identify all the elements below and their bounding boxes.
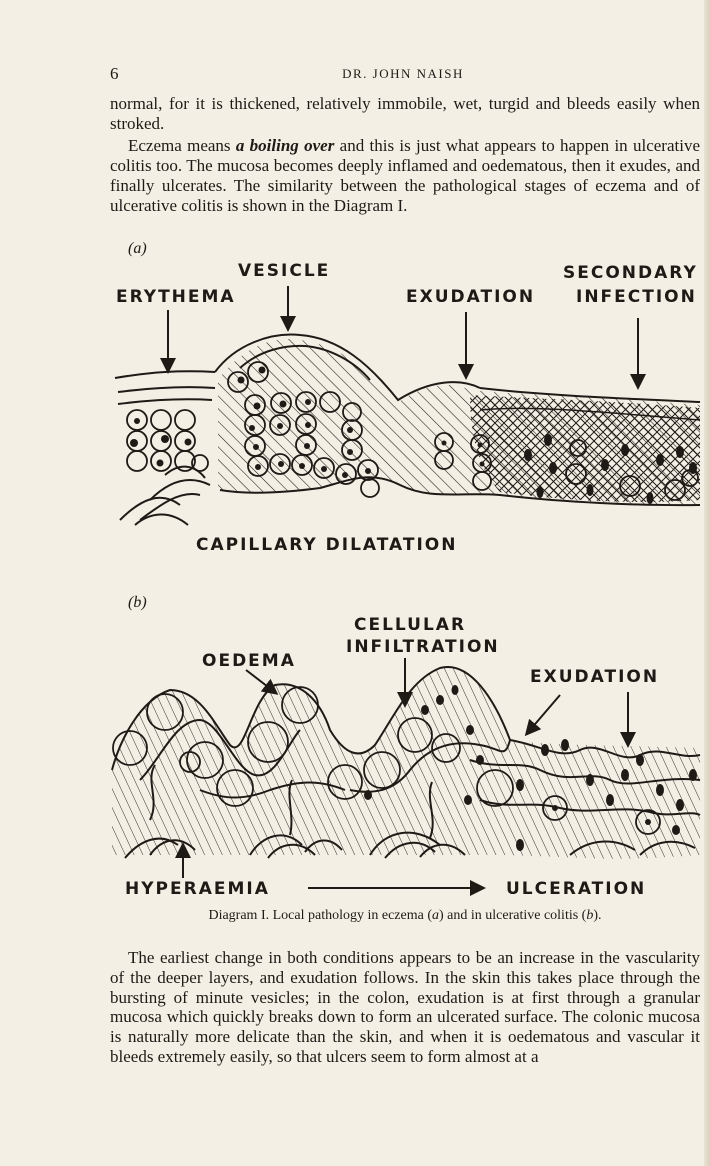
- caption-a: a: [432, 908, 439, 923]
- para3-text: The earliest change in both conditions a…: [110, 948, 700, 1066]
- label-hyperaemia: HYPERAEMIA: [125, 879, 270, 899]
- running-header: 6 DR. JOHN NAISH: [110, 64, 696, 86]
- paragraph-2: Eczema means a boiling over and this is …: [110, 136, 700, 216]
- label-infection: INFECTION: [576, 287, 697, 307]
- diagram-caption: Diagram I. Local pathology in eczema (a)…: [110, 908, 700, 924]
- label-infiltration: INFILTRATION: [346, 637, 500, 657]
- paragraph-3: The earliest change in both conditions a…: [110, 948, 700, 1067]
- paragraph-1: normal, for it is thickened, relatively …: [110, 94, 700, 133]
- panel-label-b: (b): [128, 594, 147, 611]
- page-number: 6: [110, 64, 119, 83]
- caption-b: b: [586, 908, 594, 923]
- running-head-title: DR. JOHN NAISH: [342, 66, 464, 81]
- label-capillary-dilatation: CAPILLARY DILATATION: [196, 535, 458, 555]
- panel-label-a: (a): [128, 240, 147, 257]
- label-erythema: ERYTHEMA: [116, 287, 236, 307]
- label-secondary: SECONDARY: [563, 263, 698, 283]
- label-ulceration: ULCERATION: [506, 879, 647, 899]
- diagram-a-drawing: [114, 286, 701, 526]
- caption-text-post: ).: [593, 908, 602, 923]
- label-cellular: CELLULAR: [354, 615, 467, 635]
- para2-emphasis: a boiling over: [235, 136, 335, 155]
- para2-pre: Eczema means: [128, 136, 236, 155]
- para2-post: and this is just what appears to happen …: [110, 136, 700, 215]
- label-exudation-a: EXUDATION: [406, 287, 536, 307]
- diagram-b-drawing: [111, 658, 701, 896]
- caption-text-mid: ) and in ulcerative colitis (: [439, 908, 587, 923]
- caption-label: Diagram I.: [208, 908, 270, 923]
- label-oedema: OEDEMA: [202, 651, 296, 671]
- page-edge-shadow: [704, 0, 710, 1166]
- label-vesicle: VESICLE: [238, 261, 331, 281]
- caption-text-pre: Local pathology in eczema (: [272, 908, 432, 923]
- label-exudation-b: EXUDATION: [530, 667, 660, 687]
